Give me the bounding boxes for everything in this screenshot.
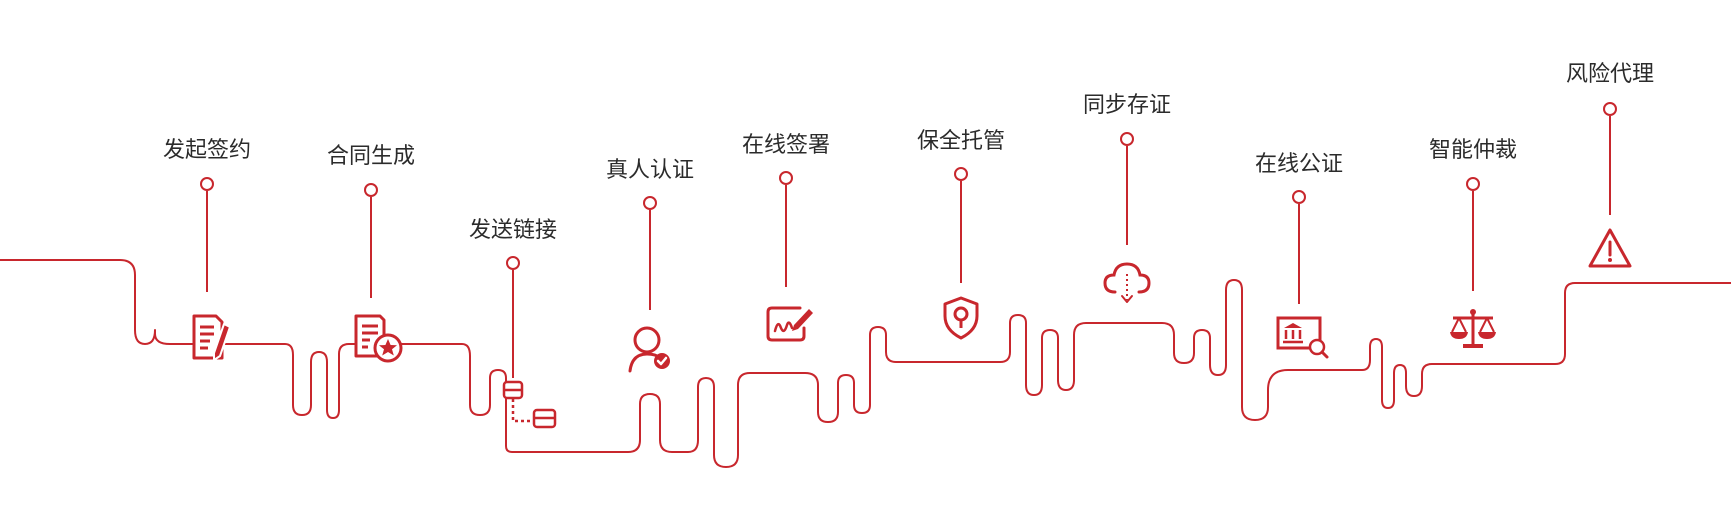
pin-8: [1292, 190, 1306, 204]
balance-scale-icon: [1450, 309, 1496, 348]
step-label-7: 同步存证: [1082, 93, 1172, 118]
step-label-3: 发送链接: [468, 218, 558, 243]
signature-pen-icon: [766, 306, 813, 342]
pin-6: [954, 167, 968, 181]
link-transfer-icon: [502, 380, 557, 429]
cloud-download-icon: [1103, 262, 1151, 303]
timeline-path: [0, 259, 1731, 468]
certificate-institution-icon: [1276, 316, 1329, 359]
pin-7: [1120, 132, 1134, 146]
document-pen-icon: [192, 314, 231, 361]
shield-lock-icon: [943, 296, 979, 340]
pin-2: [364, 183, 378, 197]
pin-5: [779, 171, 793, 185]
user-check-icon: [628, 326, 670, 373]
step-label-5: 在线签署: [741, 133, 831, 158]
document-star-icon: [354, 314, 403, 363]
step-label-4: 真人认证: [605, 158, 695, 183]
pin-3: [506, 256, 520, 270]
step-label-1: 发起签约: [162, 138, 252, 163]
pin-9: [1466, 177, 1480, 191]
step-label-6: 保全托管: [916, 129, 1006, 154]
step-label-2: 合同生成: [326, 144, 416, 169]
pin-10: [1603, 102, 1617, 116]
pin-1: [200, 177, 214, 191]
warning-icon: [1588, 228, 1632, 268]
step-label-8: 在线公证: [1254, 152, 1344, 177]
step-label-10: 风险代理: [1565, 62, 1655, 87]
step-label-9: 智能仲裁: [1428, 138, 1518, 163]
pin-4: [643, 196, 657, 210]
